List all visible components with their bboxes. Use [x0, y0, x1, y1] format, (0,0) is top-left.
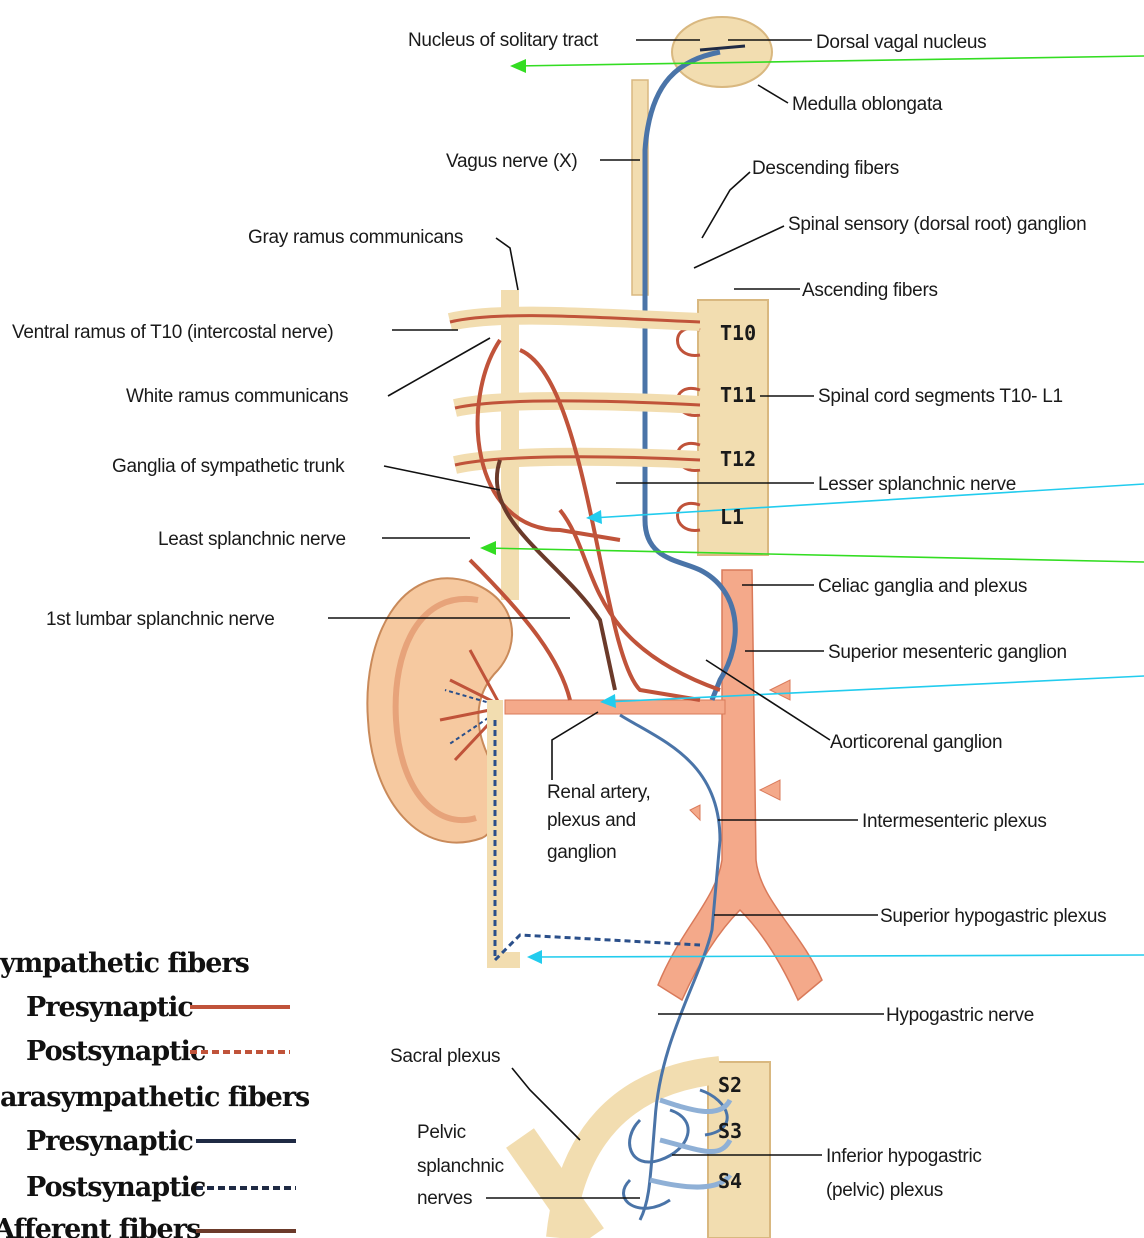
- label-ascending-fibers: Ascending fibers: [802, 280, 938, 301]
- label-dorsal-vagal-nucleus: Dorsal vagal nucleus: [816, 32, 986, 53]
- legend-parasympathetic-heading: arasympathetic fibers: [0, 1082, 310, 1113]
- segment-t10: T10: [720, 321, 756, 345]
- label-inferior-hypogastric-line1: Inferior hypogastric: [826, 1146, 982, 1167]
- label-pelvic-splanchnic-line1: Pelvic: [417, 1122, 466, 1143]
- fiber-legend: ympathetic fibers Presynaptic Postsynapt…: [0, 948, 310, 1238]
- legend-parasympathetic-presynaptic: Presynaptic: [26, 1126, 193, 1157]
- label-superior-hypogastric-plexus: Superior hypogastric plexus: [880, 906, 1106, 927]
- label-nucleus-solitary-tract: Nucleus of solitary tract: [408, 30, 599, 51]
- label-lesser-splanchnic: Lesser splanchnic nerve: [818, 474, 1016, 495]
- label-celiac-ganglia: Celiac ganglia and plexus: [818, 576, 1027, 597]
- label-hypogastric-nerve: Hypogastric nerve: [886, 1005, 1034, 1026]
- segment-l1: L1: [720, 505, 744, 529]
- segment-s4: S4: [718, 1169, 742, 1193]
- segment-s2: S2: [718, 1073, 742, 1097]
- legend-parasympathetic-postsynaptic: Postsynaptic: [26, 1172, 206, 1203]
- label-descending-fibers: Descending fibers: [752, 158, 899, 179]
- segment-t11: T11: [720, 383, 756, 407]
- label-intermesenteric-plexus: Intermesenteric plexus: [862, 811, 1047, 832]
- anatomical-labels: Nucleus of solitary tract Dorsal vagal n…: [12, 30, 1106, 1209]
- label-renal-artery-line2: plexus and: [547, 810, 636, 831]
- legend-afferent-fibers: Afferent fibers: [0, 1214, 201, 1238]
- legend-sympathetic-postsynaptic: Postsynaptic: [26, 1036, 206, 1067]
- label-ganglia-sympathetic-trunk: Ganglia of sympathetic trunk: [112, 456, 345, 477]
- legend-sympathetic-presynaptic: Presynaptic: [26, 992, 193, 1023]
- label-sacral-plexus: Sacral plexus: [390, 1046, 500, 1067]
- label-least-splanchnic: Least splanchnic nerve: [158, 529, 346, 550]
- segment-t12: T12: [720, 447, 756, 471]
- segment-s3: S3: [718, 1119, 742, 1143]
- label-superior-mesenteric-ganglion: Superior mesenteric ganglion: [828, 642, 1067, 663]
- label-medulla-oblongata: Medulla oblongata: [792, 94, 943, 115]
- label-ventral-ramus: Ventral ramus of T10 (intercostal nerve): [12, 322, 333, 343]
- label-renal-artery-line1: Renal artery,: [547, 782, 650, 803]
- label-inferior-hypogastric-line2: (pelvic) plexus: [826, 1180, 943, 1201]
- label-spinal-cord-segments: Spinal cord segments T10- L1: [818, 386, 1063, 407]
- label-pelvic-splanchnic-line3: nerves: [417, 1188, 472, 1209]
- label-vagus-nerve: Vagus nerve (X): [446, 151, 577, 172]
- legend-sympathetic-heading: ympathetic fibers: [0, 948, 250, 979]
- label-spinal-sensory-ganglion: Spinal sensory (dorsal root) ganglion: [788, 214, 1086, 235]
- label-aorticorenal-ganglion: Aorticorenal ganglion: [830, 732, 1002, 753]
- label-gray-ramus: Gray ramus communicans: [248, 227, 463, 248]
- label-pelvic-splanchnic-line2: splanchnic: [417, 1156, 504, 1177]
- label-first-lumbar-splanchnic: 1st lumbar splanchnic nerve: [46, 609, 274, 630]
- label-white-ramus: White ramus communicans: [126, 386, 348, 407]
- label-renal-artery-line3: ganglion: [547, 842, 616, 863]
